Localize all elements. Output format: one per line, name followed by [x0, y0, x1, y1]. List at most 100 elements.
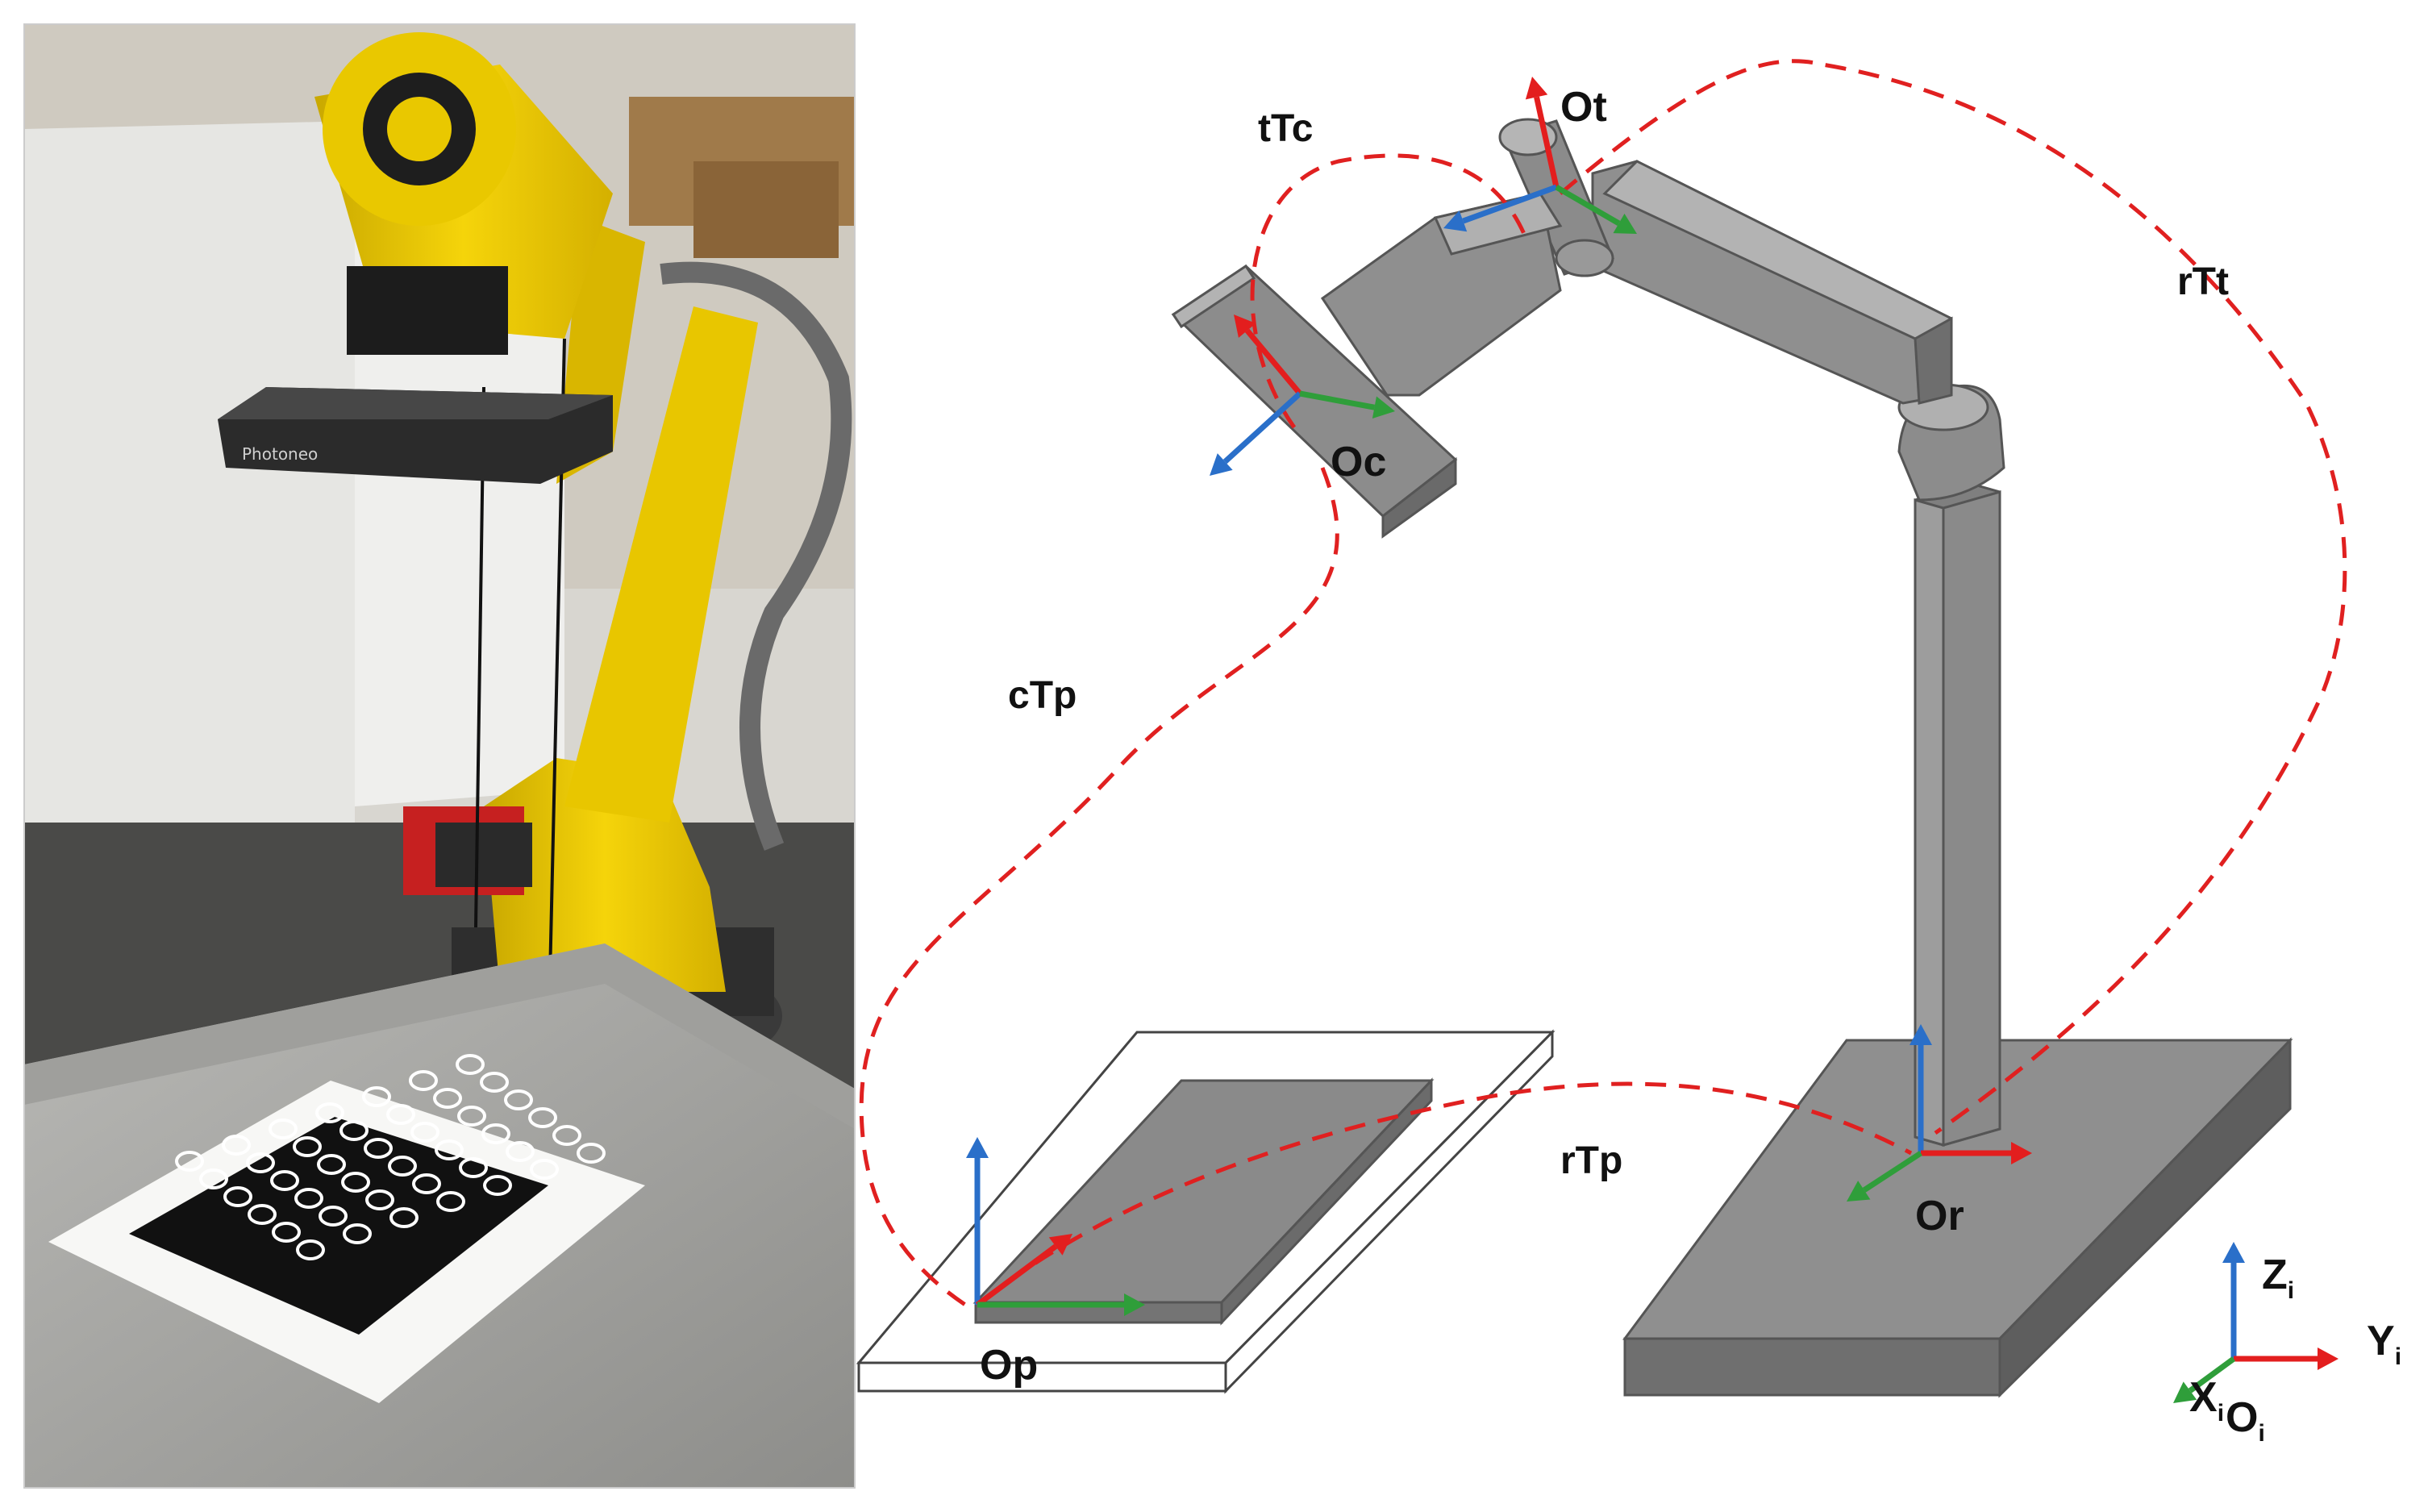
calibration-dot [296, 1239, 325, 1260]
calibration-dot [343, 1223, 372, 1244]
calibration-dot [530, 1159, 559, 1180]
robot-cable [660, 261, 852, 851]
oc-x-axis-shaft [1299, 390, 1376, 410]
label-Ot: Ot [1560, 84, 1607, 131]
or-y-axis-head [2011, 1142, 2032, 1164]
oc-y-axis-shaft [1245, 328, 1302, 396]
calibration-plate [856, 1029, 1556, 1394]
calibration-dot [457, 1106, 486, 1127]
calibration-dot [577, 1143, 606, 1164]
label-Zi-sub: i [2288, 1277, 2294, 1304]
svg-text:Zi: Zi [2262, 1252, 2294, 1304]
label-Oi-main: O [2226, 1394, 2258, 1441]
calibration-dot [223, 1186, 252, 1207]
robot-upper-arm-block [1591, 160, 1953, 405]
label-Oc: Oc [1331, 439, 1386, 485]
calibration-dot [293, 1136, 322, 1157]
calibration-dot [175, 1151, 204, 1172]
oc-z-axis-shaft [1222, 391, 1302, 464]
calibration-dot [362, 1086, 391, 1107]
calibration-dot [248, 1204, 277, 1225]
camera-brand-text: Photoneo [242, 444, 318, 464]
calibration-dot [435, 1139, 464, 1160]
calibration-dots [175, 1054, 606, 1260]
calibration-dot [315, 1102, 344, 1123]
label-cTp: cTp [1008, 674, 1077, 717]
calibration-dot [409, 1070, 438, 1091]
calibration-dot [365, 1189, 394, 1210]
path-cTp [859, 467, 1339, 1309]
calibration-dot [480, 1072, 509, 1093]
label-rTp: rTp [1560, 1139, 1622, 1182]
label-rTt: rTt [2177, 260, 2229, 303]
ot-x-axis-head [1613, 213, 1637, 234]
calibration-dot [364, 1138, 393, 1159]
or-z-axis-head [1909, 1024, 1932, 1045]
calibration-dot [339, 1120, 369, 1141]
oi-x-axis-shaft [2188, 1356, 2236, 1393]
op-y-axis-head [1048, 1234, 1072, 1256]
label-Yi-main: Y [2367, 1318, 2395, 1364]
calibration-dot [410, 1122, 439, 1143]
ot-y-axis-head [1443, 210, 1468, 232]
op-x-axis-head [1124, 1293, 1145, 1316]
robot-base-plate [1622, 1037, 2293, 1398]
calibration-dot [436, 1191, 465, 1212]
calibration-dot [272, 1222, 301, 1243]
calibration-dot [270, 1170, 299, 1191]
robot-shoulder-joint [1897, 383, 2005, 502]
or-x-axis-head [1847, 1181, 1871, 1202]
robot-flange [347, 266, 508, 355]
oc-x-axis-head [1372, 396, 1395, 419]
label-Zi-main: Z [2262, 1252, 2288, 1298]
calibration-dot [269, 1118, 298, 1139]
label-Xi-main: X [2189, 1374, 2218, 1421]
calibration-dot [412, 1173, 441, 1194]
reference-frame-labels: Zi Yi Xi Oi [2189, 1252, 2401, 1447]
label-Yi-sub: i [2395, 1343, 2401, 1370]
robot-column [1914, 482, 2001, 1147]
op-z-axis-head [966, 1137, 989, 1158]
label-Op: Op [980, 1342, 1038, 1389]
oc-z-axis-head [1210, 453, 1233, 476]
calibration-dot [456, 1054, 485, 1075]
label-tTc: tTc [1258, 107, 1313, 150]
svg-text:Yi: Yi [2367, 1318, 2401, 1370]
calibration-dot [506, 1141, 535, 1162]
ot-x-axis-shaft [1555, 184, 1621, 226]
transform-paths [859, 59, 2347, 1309]
calibration-dot [222, 1135, 251, 1156]
oc-y-axis-head [1234, 314, 1256, 338]
schematic-diagram: tTc rTt cTp rTp Ot Oc Or Op Zi Yi Xi Oi [856, 59, 2401, 1447]
calibration-dot [483, 1175, 512, 1196]
op-y-axis-shaft [975, 1243, 1058, 1307]
calibration-dot [319, 1206, 348, 1227]
ot-z-axis-shaft [1534, 96, 1560, 188]
ot-y-axis-shaft [1462, 184, 1558, 224]
oi-z-axis-head [2222, 1242, 2245, 1263]
label-Xi-sub: i [2218, 1400, 2224, 1427]
calibration-dot [433, 1088, 462, 1109]
calibration-dot [341, 1172, 370, 1193]
calibration-dot [552, 1125, 581, 1146]
label-Oi-sub: i [2258, 1420, 2264, 1447]
calibration-dot [294, 1188, 323, 1209]
path-tTc [1250, 153, 1526, 429]
or-x-axis-shaft [1862, 1151, 1922, 1193]
calibration-dot [504, 1089, 533, 1110]
calibration-dot [246, 1152, 275, 1173]
robot-forearm [1320, 192, 1563, 397]
robot-photo: Photoneo [23, 23, 856, 1489]
svg-text:Xi: Xi [2189, 1374, 2224, 1427]
oi-y-axis-head [2318, 1347, 2338, 1370]
calibration-dot [481, 1123, 510, 1144]
robot-lower-arm [564, 306, 758, 823]
calibration-dot [388, 1156, 417, 1177]
calibration-dot [199, 1168, 228, 1189]
calibration-dot [317, 1154, 346, 1175]
calibration-dot [386, 1104, 415, 1125]
coordinate-axes [966, 77, 2338, 1403]
calibration-dot [389, 1207, 419, 1228]
calibration-dot [528, 1107, 557, 1128]
